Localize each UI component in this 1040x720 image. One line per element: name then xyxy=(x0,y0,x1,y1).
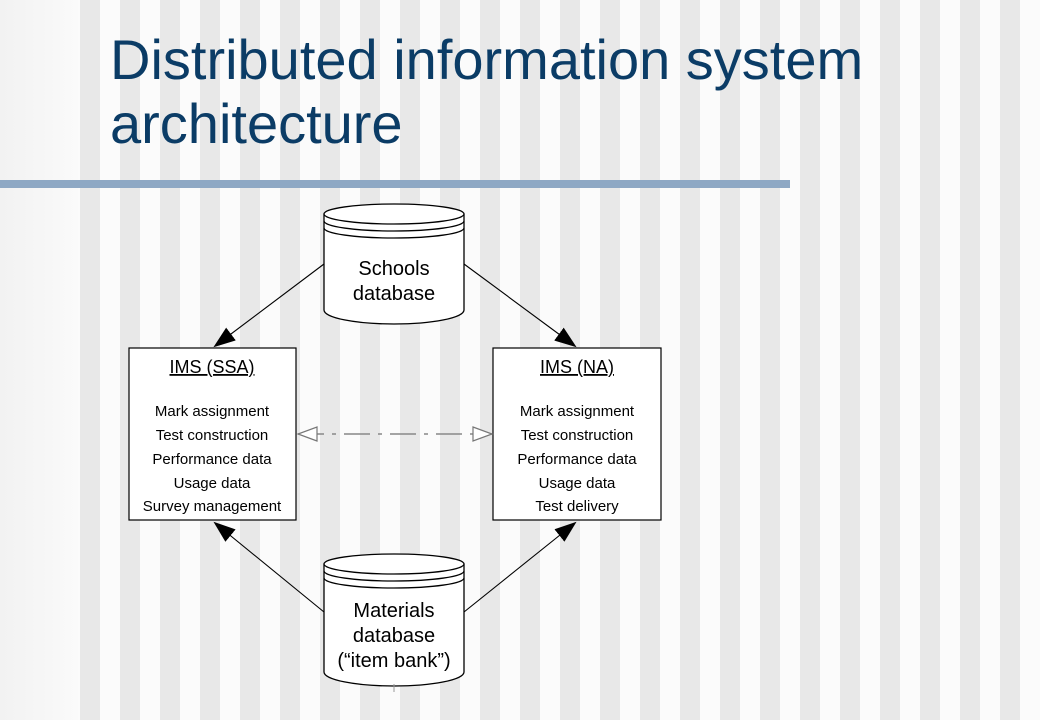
ims-ssa-header: IMS (SSA) xyxy=(169,357,254,377)
ims-na-header: IMS (NA) xyxy=(540,357,614,377)
ims-ssa-item: Survey management xyxy=(143,498,282,515)
materials-database: Materials database (“item bank”) xyxy=(323,553,465,687)
ims-na-item: Test construction xyxy=(521,427,634,444)
materials-database-label-line1: Materials xyxy=(353,600,434,622)
materials-database-label-line2: database xyxy=(353,625,435,647)
connector-materials-to-ssa xyxy=(213,521,325,613)
connector-schools-to-ssa xyxy=(213,263,325,348)
materials-database-label-line3: (“item bank”) xyxy=(337,650,450,672)
schools-database-label-line1: Schools xyxy=(358,258,429,280)
ims-na-box: IMS (NA) Mark assignment Test constructi… xyxy=(492,347,662,521)
ims-na-item: Mark assignment xyxy=(520,403,635,420)
title-underline xyxy=(0,180,790,188)
ims-ssa-item: Test construction xyxy=(156,427,269,444)
ims-ssa-item: Mark assignment xyxy=(155,403,270,420)
ims-na-item: Performance data xyxy=(517,451,637,468)
slide-title: Distributed information system architect… xyxy=(110,28,864,155)
ims-ssa-item: Usage data xyxy=(174,475,251,492)
ims-na-item: Test delivery xyxy=(535,498,619,515)
ims-ssa-box: IMS (SSA) Mark assignment Test construct… xyxy=(128,347,297,521)
schools-database-label-line2: database xyxy=(353,283,435,305)
schools-database: Schools database xyxy=(323,203,465,325)
connector-schools-to-na xyxy=(463,263,577,348)
slide-left-band xyxy=(0,0,78,720)
connector-materials-to-na xyxy=(463,521,577,613)
ims-na-item: Usage data xyxy=(539,475,616,492)
ims-ssa-item: Performance data xyxy=(152,451,272,468)
